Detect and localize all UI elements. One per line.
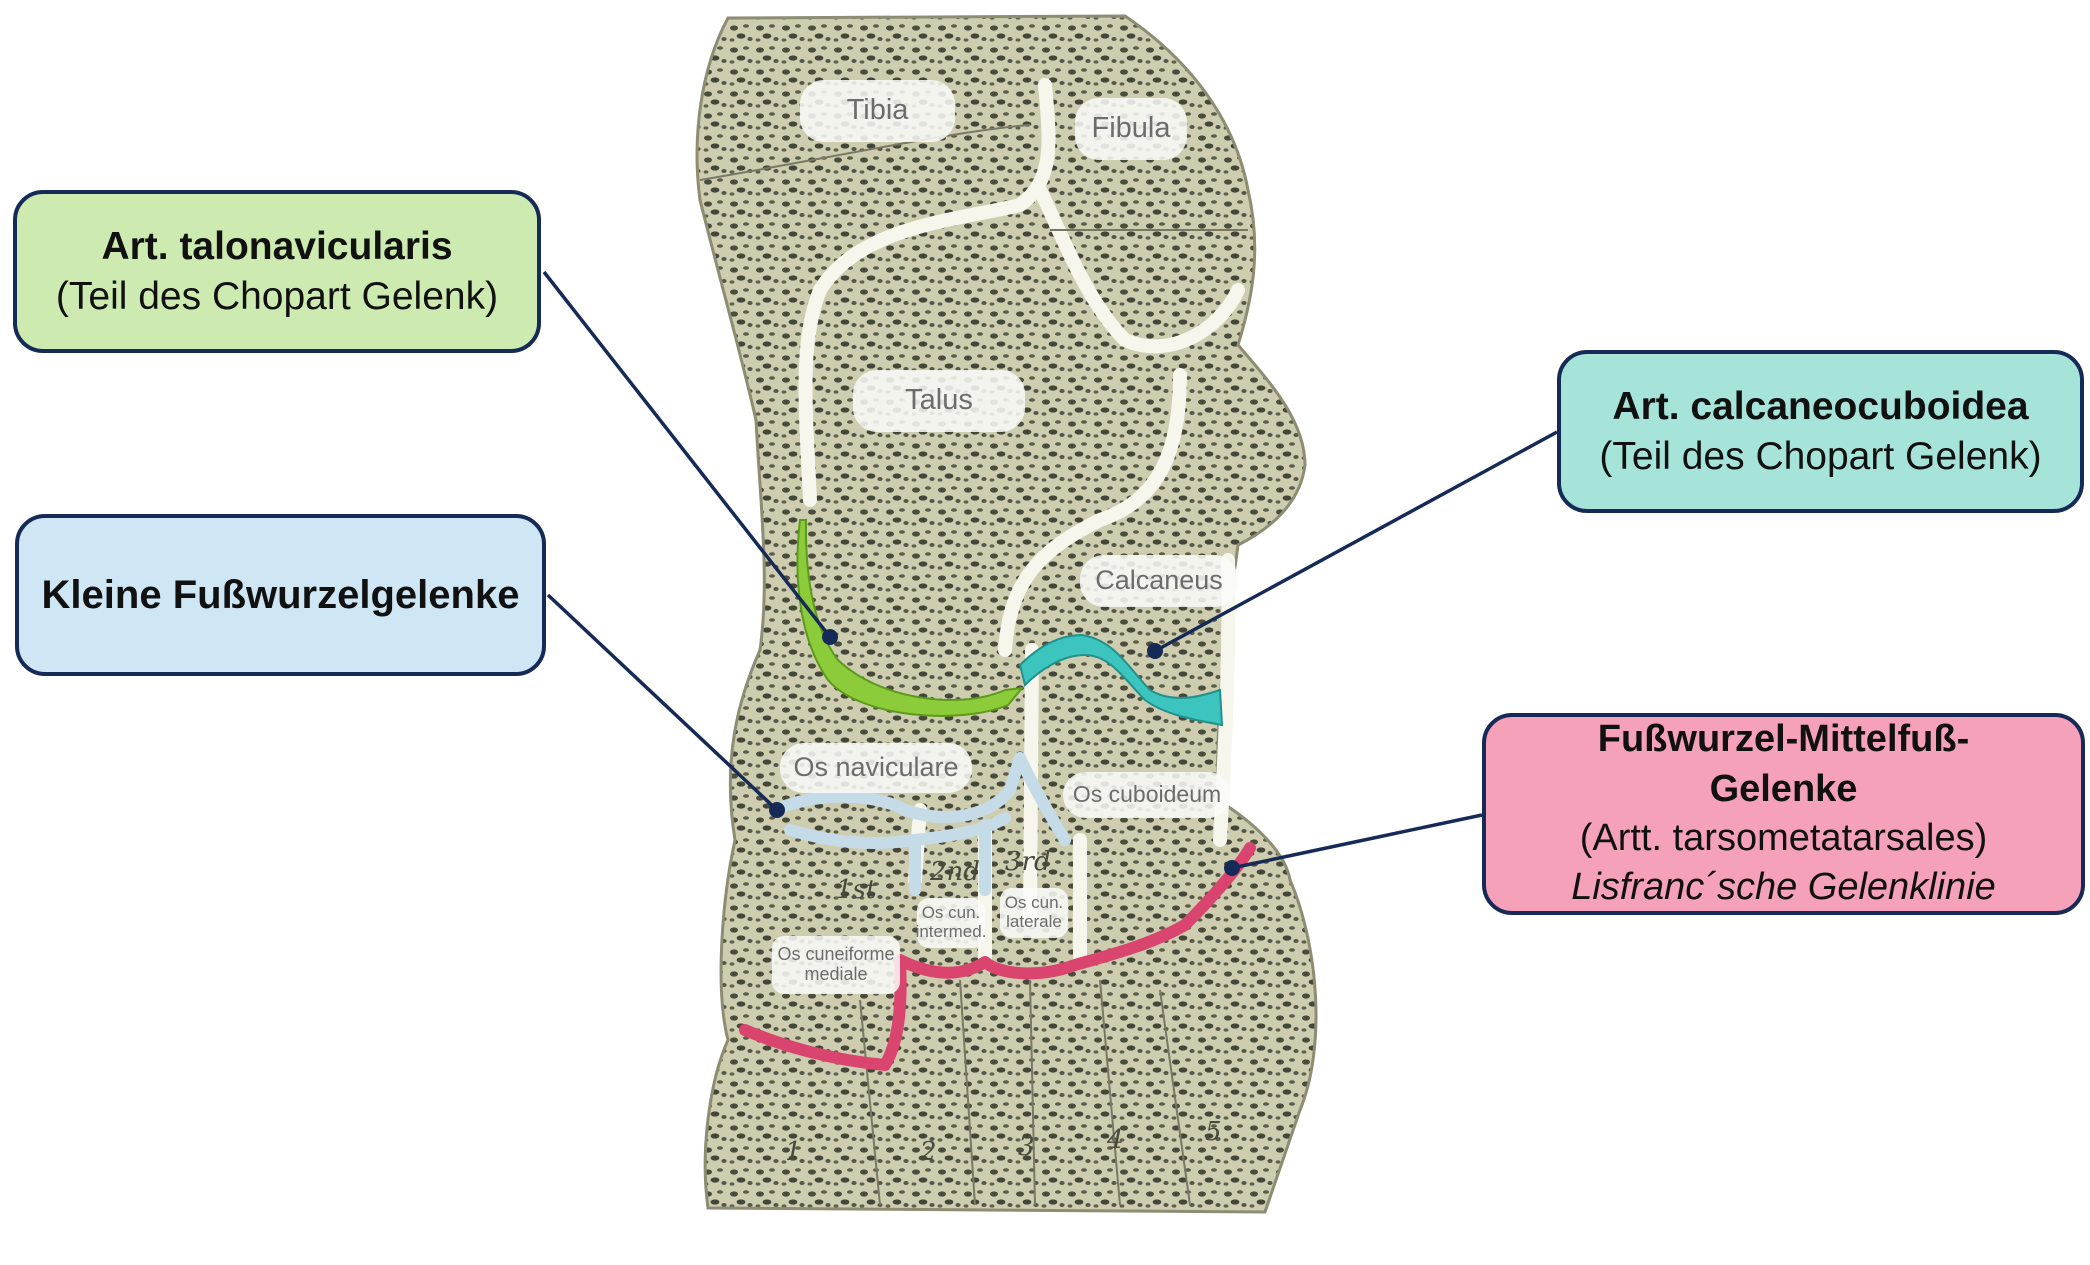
label-tibia: Tibia [800,80,955,142]
metatarsal-number-3: 3 [1018,1132,1035,1162]
label-os-cun-intermed: Os cun. intermed. [916,898,986,948]
cuneiform-number-3rd: 3rd [1005,847,1051,877]
connector-calcaneocuboidea [1154,430,1558,653]
callout-lisfranc-note: Lisfranc´sche Gelenklinie [1571,866,1996,909]
label-os-cuneiforme-mediale: Os cuneiforme mediale [772,936,900,994]
connector-talonavicularis [542,270,832,639]
metatarsal-number-1: 1 [785,1137,802,1167]
callout-calcaneocuboidea-subtitle: (Teil des Chopart Gelenk) [1599,434,2042,478]
foot-bone-illustration [695,14,1318,1214]
tarsometatarsal-joint-line [739,842,1256,1071]
callout-connectors [542,270,1558,870]
label-talus: Talus [853,370,1025,432]
dot-lisfranc [1224,860,1240,876]
callout-fusswurzel-mittelfuss-gelenke: Fußwurzel-Mittelfuß-Gelenke (Artt. tarso… [1482,713,2085,915]
callout-lisfranc-title: Fußwurzel-Mittelfuß-Gelenke [1597,718,1970,810]
dot-calcaneocuboidea [1147,643,1163,659]
callout-calcaneocuboidea-title: Art. calcaneocuboidea [1612,384,2029,428]
metatarsal-number-2: 2 [919,1137,937,1167]
cuneiform-number-2nd: 2nd [929,857,980,887]
connector-lisfranc [1231,813,1483,870]
label-calcaneus: Calcaneus [1080,555,1238,607]
dot-kleine [769,802,785,818]
label-os-cun-laterale: Os cun. laterale [1000,888,1068,938]
cuneiform-number-1st: 1st [836,875,877,905]
calcaneocuboid-joint-line [1018,633,1224,727]
connector-dots [769,629,1240,876]
callout-talonavicularis-subtitle: (Teil des Chopart Gelenk) [55,274,499,318]
label-os-cuboideum: Os cuboideum [1063,772,1231,818]
label-fibula: Fibula [1075,98,1187,160]
label-os-naviculare: Os naviculare [780,743,972,793]
small-tarsal-joint-lines [769,752,1071,896]
dot-talonavicularis [822,629,838,645]
metatarsal-number-4: 4 [1106,1125,1124,1155]
joint-gap-lines-dark [699,124,1248,1206]
callout-art-talonavicularis: Art. talonavicularis (Teil des Chopart G… [13,190,541,353]
connector-kleine [546,593,779,812]
callout-kleine-title: Kleine Fußwurzelgelenke [41,572,520,617]
callout-art-calcaneocuboidea: Art. calcaneocuboidea (Teil des Chopart … [1557,350,2084,513]
callout-kleine-fusswurzelgelenke: Kleine Fußwurzelgelenke [15,514,546,676]
metatarsal-number-5: 5 [1205,1117,1222,1147]
callout-lisfranc-subtitle: (Artt. tarsometatarsales) [1579,817,1988,859]
illustration-numbers: 1st 2nd 3rd 1 2 3 4 5 [785,847,1222,1167]
callout-talonavicularis-title: Art. talonavicularis [101,224,453,268]
